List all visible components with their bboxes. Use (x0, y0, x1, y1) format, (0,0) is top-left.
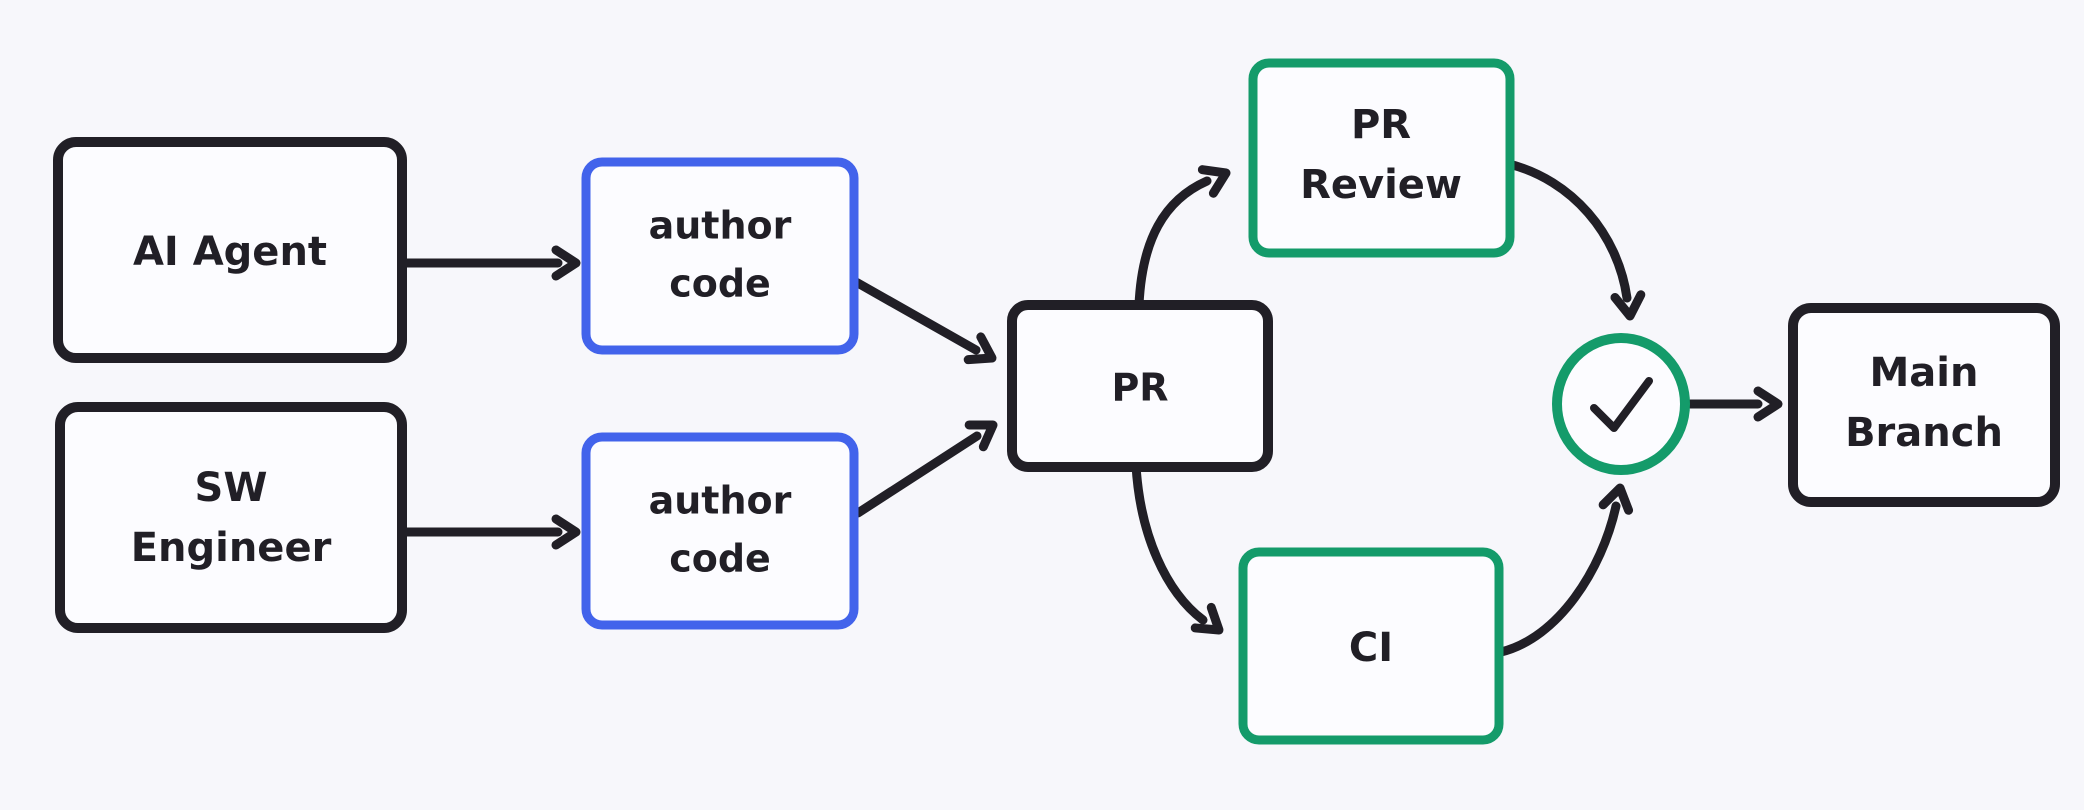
arrowhead-icon (1190, 602, 1224, 635)
node-main-branch: Main Branch (1788, 303, 2060, 507)
arrowhead-icon (551, 245, 581, 281)
node-author-code-bottom-label-line2: code (669, 537, 771, 581)
edge-line (1131, 460, 1208, 625)
edge-line (853, 431, 982, 518)
node-check-circle (1552, 333, 1690, 475)
node-sw-engineer: SW Engineer (55, 402, 407, 633)
node-ai-agent-label: AI Agent (133, 229, 327, 275)
arrowhead-icon (551, 514, 581, 550)
edge-author-code-bottom-to-pr (853, 420, 998, 518)
edge-line (1134, 176, 1212, 310)
arrowhead-icon (964, 420, 998, 452)
node-author-code-bottom-label-line1: author (649, 479, 792, 523)
arrowhead-icon (963, 332, 997, 365)
node-ai-agent: AI Agent (53, 137, 407, 363)
edge-line (1504, 159, 1632, 303)
edge-pr-to-pr-review (1134, 165, 1231, 310)
arrowhead-icon (1598, 483, 1634, 515)
node-sw-engineer-label-line2: Engineer (131, 525, 332, 571)
arrowhead-icon (1197, 165, 1231, 198)
node-author-code-top-label-line2: code (669, 262, 771, 306)
node-pr-review-label-line1: PR (1351, 102, 1411, 148)
node-pr-review-box (1248, 58, 1515, 258)
node-check (1552, 333, 1690, 475)
check-icon (1590, 377, 1653, 432)
edge-line (851, 277, 981, 355)
arrowhead-icon (1610, 290, 1646, 321)
node-pr: PR (1007, 300, 1273, 472)
edge-ai-agent-to-author-code (397, 245, 581, 281)
edge-sw-engineer-to-author-code (397, 514, 581, 550)
node-sw-engineer-label-line1: SW (195, 465, 268, 511)
edge-ci-to-check (1496, 483, 1634, 657)
node-pr-review-label-line2: Review (1300, 162, 1462, 208)
node-pr-review: PR Review (1248, 58, 1515, 258)
edge-pr-to-ci (1131, 460, 1224, 635)
node-author-code-top-box (581, 157, 859, 355)
node-ci-label: CI (1349, 625, 1393, 671)
node-main-branch-label-line1: Main (1870, 350, 1979, 396)
edge-pr-review-to-check (1504, 159, 1646, 321)
arrowhead-icon (1753, 386, 1783, 422)
node-main-branch-label-line2: Branch (1845, 410, 2003, 456)
node-author-code-bottom-box (581, 432, 859, 630)
node-ci: CI (1238, 547, 1504, 745)
edge-check-to-main-branch (1685, 386, 1783, 422)
edge-author-code-top-to-pr (851, 277, 997, 365)
node-author-code-top-label-line1: author (649, 204, 792, 248)
node-ai-agent-box (53, 137, 407, 363)
node-main-branch-box (1788, 303, 2060, 507)
node-author-code-top: author code (581, 157, 859, 355)
node-ci-box (1238, 547, 1504, 745)
node-sw-engineer-box (55, 402, 407, 633)
edge-line (1496, 501, 1621, 657)
node-author-code-bottom: author code (581, 432, 859, 630)
node-pr-box (1007, 300, 1273, 472)
node-pr-label: PR (1111, 366, 1168, 410)
